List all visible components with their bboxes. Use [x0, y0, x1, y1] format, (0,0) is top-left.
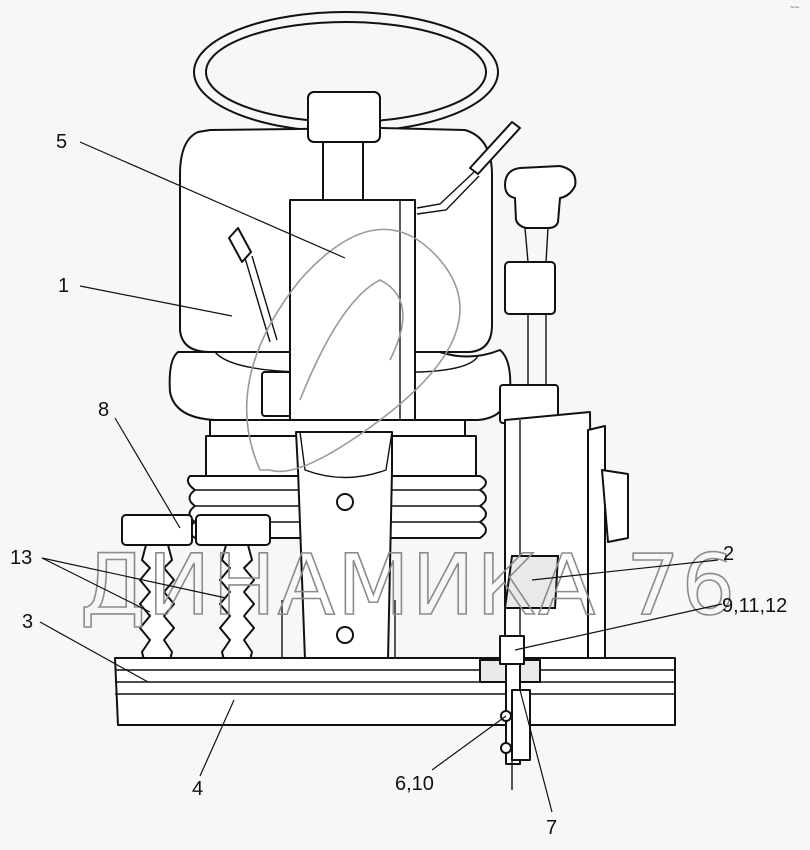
callout-8: 8: [98, 399, 109, 421]
callout-9-11-12: 9,11,12: [722, 595, 787, 617]
callout-1: 1: [58, 275, 69, 297]
steering-column: [289, 91, 416, 461]
left-pedal-bracket: [121, 514, 271, 546]
callout-3: 3: [22, 611, 33, 633]
cab-floor: [114, 657, 676, 726]
right-console: [499, 165, 629, 661]
watermark-logo: [245, 228, 461, 473]
callout-6-10: 6,10: [395, 773, 434, 795]
callout-13: 13: [10, 547, 32, 569]
linkage-rod-assembly: [499, 635, 531, 790]
callout-5: 5: [56, 131, 67, 153]
watermark-text: ДИНАМИКА 76: [80, 536, 737, 634]
corner-mark: ~~: [790, 3, 800, 12]
callout-7: 7: [546, 817, 557, 839]
callout-2: 2: [723, 543, 734, 565]
brake-lever: [416, 121, 521, 215]
left-control-lever: [228, 227, 293, 417]
leader-lines: [39, 141, 723, 813]
callout-4: 4: [192, 778, 203, 800]
